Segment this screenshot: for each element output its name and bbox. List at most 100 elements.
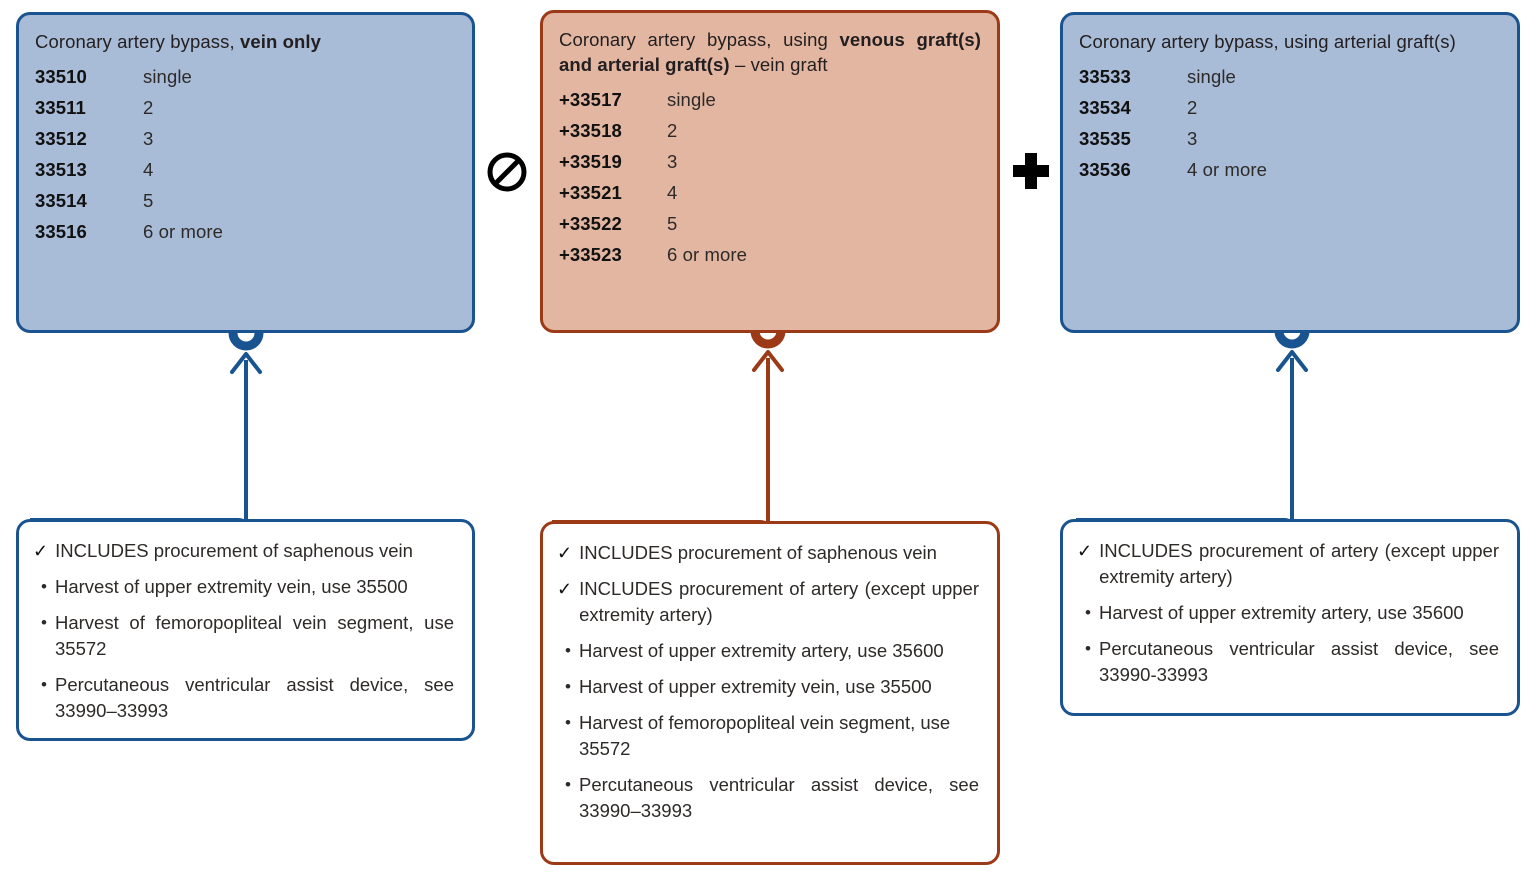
note-box-venous-and-arterial: ✓ INCLUDES procurement of saphenous vein… xyxy=(540,521,1000,865)
code-row: +33518 2 xyxy=(559,120,981,142)
code-number: +33522 xyxy=(559,213,622,234)
code-box-title: Coronary artery bypass, using venous gra… xyxy=(559,29,981,75)
code-description: single xyxy=(1187,66,1236,87)
code-description: 3 xyxy=(667,151,678,172)
code-row: 33514 5 xyxy=(35,190,456,212)
plus-icon xyxy=(1008,148,1054,194)
sub-list: • Harvest of upper extremity artery, use… xyxy=(1077,600,1499,688)
code-row: +33519 3 xyxy=(559,151,981,173)
code-row: +33517 single xyxy=(559,89,981,111)
code-description: 4 xyxy=(667,182,678,203)
code-description: 2 xyxy=(1187,97,1198,118)
includes-line: ✓ INCLUDES procurement of saphenous vein xyxy=(33,538,454,564)
code-box-title-emphasis: vein only xyxy=(239,31,322,52)
list-item-text: Harvest of femoropopliteal vein segment,… xyxy=(55,612,454,659)
includes-text: INCLUDES procurement of artery (except u… xyxy=(579,578,979,625)
code-row: 33535 3 xyxy=(1079,128,1501,150)
code-row: 33534 2 xyxy=(1079,97,1501,119)
list-item: • Harvest of upper extremity vein, use 3… xyxy=(557,674,979,700)
code-description: 5 xyxy=(667,213,678,234)
includes-text: INCLUDES procurement of artery (except u… xyxy=(1099,540,1499,587)
list-item: • Percutaneous ventricular assist device… xyxy=(1077,636,1499,688)
code-number: 33534 xyxy=(1079,97,1131,118)
code-number: 33533 xyxy=(1079,66,1131,87)
list-item: • Harvest of upper extremity vein, use 3… xyxy=(33,574,454,600)
includes-text: INCLUDES procurement of saphenous vein xyxy=(579,542,937,563)
includes-line: ✓ INCLUDES procurement of saphenous vein xyxy=(557,540,979,566)
connector-venous-and-arterial xyxy=(552,313,786,542)
prohibited-icon xyxy=(483,148,531,196)
code-number: 33535 xyxy=(1079,128,1131,149)
list-item-text: Harvest of upper extremity artery, use 3… xyxy=(579,640,944,661)
code-number: 33536 xyxy=(1079,159,1131,180)
bullet-icon: • xyxy=(565,713,571,732)
code-description: 5 xyxy=(143,190,154,211)
bullet-icon: • xyxy=(41,577,47,596)
code-box-title-emphasis: venous graft(s) and arterial graft(s) xyxy=(559,29,981,75)
code-description: 4 or more xyxy=(1187,159,1268,180)
bullet-icon: • xyxy=(565,775,571,794)
code-row: 33513 4 xyxy=(35,159,456,181)
bullet-icon: • xyxy=(41,675,47,694)
bullet-icon: • xyxy=(41,613,47,632)
code-box-title: Coronary artery bypass, vein only xyxy=(35,31,322,52)
code-description: 2 xyxy=(667,120,678,141)
code-description: 3 xyxy=(143,128,154,149)
sub-list: • Harvest of upper extremity artery, use… xyxy=(557,638,979,824)
list-item: • Harvest of femoropopliteal vein segmen… xyxy=(557,710,979,762)
code-description: 2 xyxy=(143,97,154,118)
code-row: 33510 single xyxy=(35,66,456,88)
list-item-text: Percutaneous ventricular assist device, … xyxy=(55,674,454,721)
code-number: 33513 xyxy=(35,159,87,180)
code-description: single xyxy=(143,66,192,87)
list-item: • Harvest of upper extremity artery, use… xyxy=(557,638,979,664)
code-number: +33518 xyxy=(559,120,622,141)
code-number: 33514 xyxy=(35,190,87,211)
code-row: +33523 6 or more xyxy=(559,244,981,266)
list-item: • Harvest of femoropopliteal vein segmen… xyxy=(33,610,454,662)
code-description: 6 or more xyxy=(143,221,224,242)
check-icon: ✓ xyxy=(557,579,573,599)
code-description: 3 xyxy=(1187,128,1198,149)
bullet-icon: • xyxy=(565,641,571,660)
connector-vein-only xyxy=(30,315,264,540)
includes-text: INCLUDES procurement of saphenous vein xyxy=(55,540,413,561)
bullet-icon: • xyxy=(1085,639,1091,658)
list-item-text: Harvest of femoropopliteal vein segment,… xyxy=(579,712,951,759)
code-row: 33516 6 or more xyxy=(35,221,456,243)
code-row: 33511 2 xyxy=(35,97,456,119)
list-item-text: Harvest of upper extremity artery, use 3… xyxy=(1099,602,1464,623)
code-number: +33517 xyxy=(559,89,622,110)
code-row: 33536 4 or more xyxy=(1079,159,1501,181)
list-item-text: Percutaneous ventricular assist device, … xyxy=(579,774,979,821)
bullet-icon: • xyxy=(1085,603,1091,622)
code-row: 33512 3 xyxy=(35,128,456,150)
code-box-vein-only: Coronary artery bypass, vein only 33510 … xyxy=(16,12,475,333)
code-box-venous-and-arterial: Coronary artery bypass, using venous gra… xyxy=(540,10,1000,333)
code-number: +33523 xyxy=(559,244,622,265)
code-box-title: Coronary artery bypass, using arterial g… xyxy=(1079,31,1456,52)
check-icon: ✓ xyxy=(1077,541,1093,561)
code-description: 6 or more xyxy=(667,244,748,265)
code-number: 33512 xyxy=(35,128,87,149)
check-icon: ✓ xyxy=(33,541,49,561)
list-item: • Percutaneous ventricular assist device… xyxy=(33,672,454,724)
connector-arterial xyxy=(1076,313,1310,540)
code-description: 4 xyxy=(143,159,154,180)
code-number: +33519 xyxy=(559,151,622,172)
check-icon: ✓ xyxy=(557,543,573,563)
includes-line: ✓ INCLUDES procurement of artery (except… xyxy=(557,576,979,628)
bullet-icon: • xyxy=(565,677,571,696)
list-item: • Harvest of upper extremity artery, use… xyxy=(1077,600,1499,626)
code-number: +33521 xyxy=(559,182,622,203)
code-number: 33516 xyxy=(35,221,87,242)
note-box-arterial: ✓ INCLUDES procurement of artery (except… xyxy=(1060,519,1520,716)
code-description: single xyxy=(667,89,716,110)
sub-list: • Harvest of upper extremity vein, use 3… xyxy=(33,574,454,724)
note-box-vein-only: ✓ INCLUDES procurement of saphenous vein… xyxy=(16,519,475,741)
list-item: • Percutaneous ventricular assist device… xyxy=(557,772,979,824)
code-number: 33510 xyxy=(35,66,87,87)
list-item-text: Harvest of upper extremity vein, use 355… xyxy=(55,576,408,597)
code-number: 33511 xyxy=(35,97,86,118)
